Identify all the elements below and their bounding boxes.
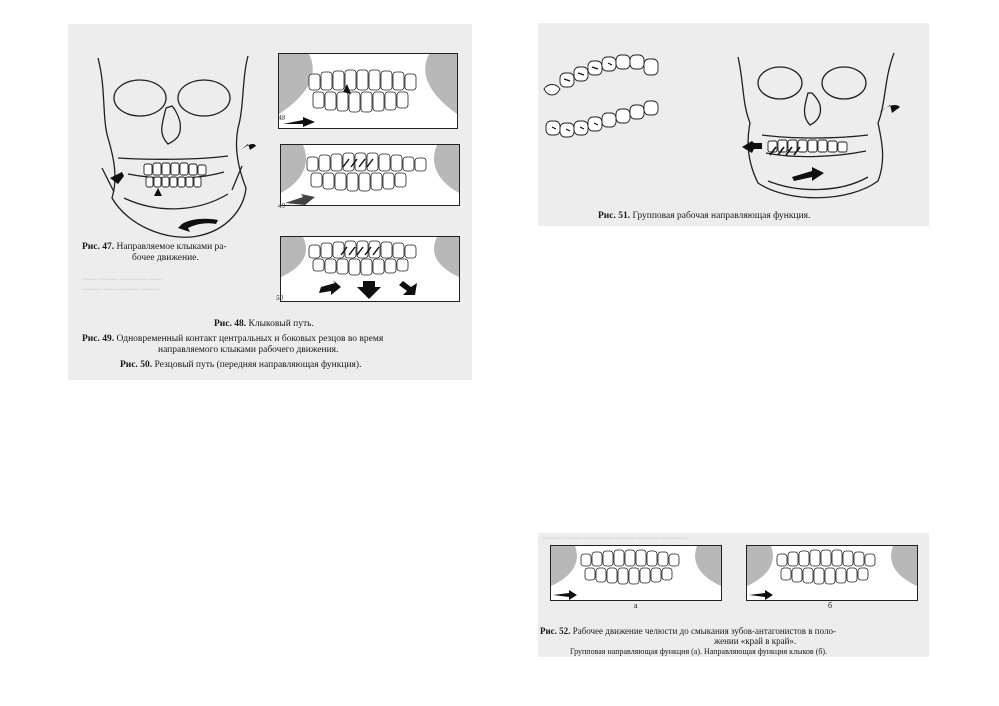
dental-arch-illustration	[543, 54, 659, 138]
figure-49-caption-line-1: Одновременный контакт центральных и боко…	[116, 334, 384, 344]
movement-arrow-icon	[110, 144, 256, 232]
figure-47-caption-cont: бочее движение.	[132, 253, 199, 264]
figure-47-label: Рис. 47.	[82, 242, 115, 252]
figure-49-caption-cont: направляемого клыками рабочего движения.	[158, 345, 338, 356]
scan-block-figure-52: ~~~~~~ ~~~~ ~~~~~~~~ ~~~~~ ~~~~~~ ~~~~~~…	[538, 533, 929, 657]
dental-arch-illustration	[281, 145, 459, 205]
bleed-through-text: ~~~~~ ~~~ ~~~~~~ ~~~~~	[82, 286, 160, 294]
figure-52-caption: Рис. 52. Рабочее движение челюсти до смы…	[540, 626, 836, 637]
bleed-through-text: ~~~~~~ ~~~~ ~~~~~~~~ ~~~~~ ~~~~~~ ~~~~~~…	[542, 535, 688, 543]
figure-49-panel	[280, 144, 460, 206]
figure-51-teeth-arches	[542, 43, 672, 153]
figure-52-caption-line-1: Рабочее движение челюсти до смыкания зуб…	[572, 626, 836, 636]
figure-49-number: 49	[278, 202, 285, 210]
movement-arrow-icon	[742, 105, 900, 181]
figure-52b-panel	[746, 545, 918, 601]
movement-arrow-icon	[285, 194, 315, 205]
figure-47-caption: Рис. 47. Направляемое клыками ра-	[82, 242, 227, 253]
movement-arrow-icon	[319, 280, 417, 299]
figure-48-panel	[278, 53, 458, 129]
figure-50-caption: Рис. 50. Резцовый путь (передняя направл…	[120, 360, 361, 371]
figure-52-sublabel-a: а	[634, 601, 638, 610]
figure-48-number: 48	[278, 114, 285, 122]
figure-48-label: Рис. 48.	[214, 319, 247, 329]
figure-50-caption-text: Резцовый путь (передняя направляющая фун…	[154, 360, 362, 370]
dental-arch-illustration	[747, 546, 917, 600]
figure-47-caption-line-2: бочее движение.	[132, 253, 199, 263]
figure-48-caption-text: Клыковый путь.	[248, 319, 314, 329]
figure-51-caption-text: Групповая рабочая направляющая функция.	[632, 211, 811, 221]
figure-47-caption-line-1: Направляемое клыками ра-	[116, 242, 227, 252]
skull-illustration	[97, 55, 256, 238]
figure-51-caption: Рис. 51. Групповая рабочая направляющая …	[598, 211, 810, 222]
figure-52-caption-sub: Групповая направляющая функция (а). Напр…	[570, 646, 827, 657]
dental-arch-illustration	[279, 54, 457, 127]
movement-arrow-icon	[749, 590, 773, 600]
skull-illustration	[737, 52, 900, 199]
movement-arrow-icon	[553, 590, 577, 600]
figure-51-skull	[728, 43, 904, 203]
scan-block-figures-47-50: Рис. 47. Направляемое клыками ра- бочее …	[68, 24, 472, 380]
figure-49-caption-line-2: направляемого клыками рабочего движения.	[158, 345, 339, 355]
scan-block-figure-51: Рис. 51. Групповая рабочая направляющая …	[538, 23, 929, 226]
figure-51-label: Рис. 51.	[598, 211, 631, 221]
figure-52a-panel	[550, 545, 722, 601]
figure-52-caption-line-2: жении «край в край».	[714, 636, 797, 646]
movement-arrow-icon	[283, 117, 315, 127]
figure-50-panel	[280, 236, 460, 302]
bleed-through-text: ~~~~ ~~~~~ ~~~~~~~ ~~~~	[82, 276, 163, 284]
figure-52-caption-cont: жении «край в край».	[714, 636, 796, 647]
figure-49-label: Рис. 49.	[82, 334, 115, 344]
figure-47-skull	[88, 48, 256, 244]
figure-52-sublabel-b: б	[828, 601, 833, 610]
figure-52-label: Рис. 52.	[540, 626, 571, 636]
figure-50-number: 50	[276, 294, 283, 302]
figure-48-caption: Рис. 48. Клыковый путь.	[214, 319, 314, 330]
figure-49-caption: Рис. 49. Одновременный контакт центральн…	[82, 334, 383, 345]
dental-arch-illustration	[551, 546, 721, 600]
figure-50-label: Рис. 50.	[120, 360, 153, 370]
figure-52-caption-line-3: Групповая направляющая функция (а). Напр…	[570, 647, 828, 656]
dental-arch-illustration	[281, 237, 459, 299]
